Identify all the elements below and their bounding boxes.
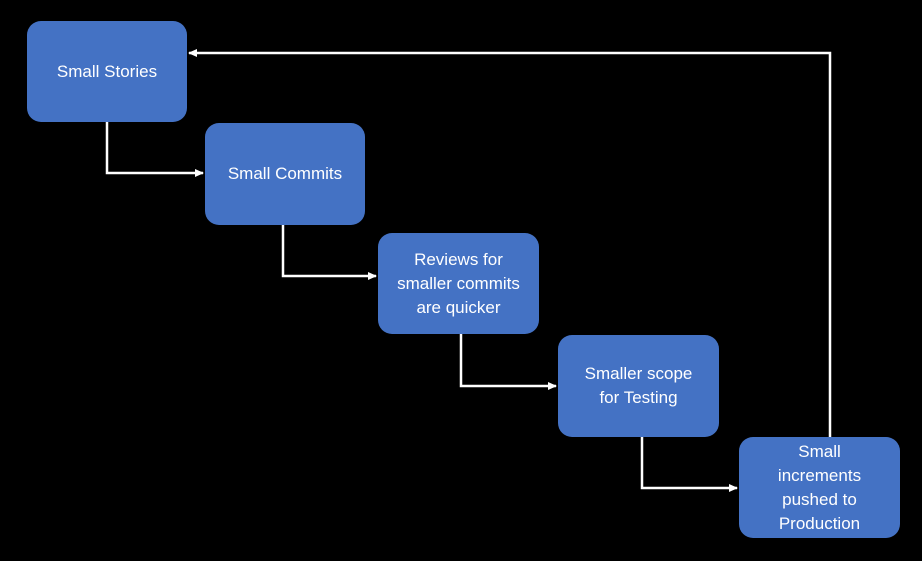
node-label: Small increments pushed to Production [777, 441, 862, 533]
node-label: Small Commits [227, 164, 343, 183]
node-small-stories: Small Stories [27, 21, 187, 122]
connector-commits-to-reviews [281, 225, 377, 280]
connector-production-to-stories [188, 49, 832, 437]
node-small-increments-production: Small increments pushed to Production [739, 437, 900, 538]
connector-testing-to-production [640, 437, 738, 492]
node-label: Smaller scope for Testing [584, 364, 693, 407]
connector-reviews-to-testing [459, 334, 557, 390]
connector-stories-to-commits [105, 122, 204, 177]
node-label: Reviews for smaller commits are quicker [397, 249, 520, 317]
node-label: Small Stories [56, 61, 158, 81]
node-reviews-quicker: Reviews for smaller commits are quicker [378, 233, 539, 334]
node-smaller-scope-testing: Smaller scope for Testing [558, 335, 719, 437]
node-small-commits: Small Commits [205, 123, 365, 225]
